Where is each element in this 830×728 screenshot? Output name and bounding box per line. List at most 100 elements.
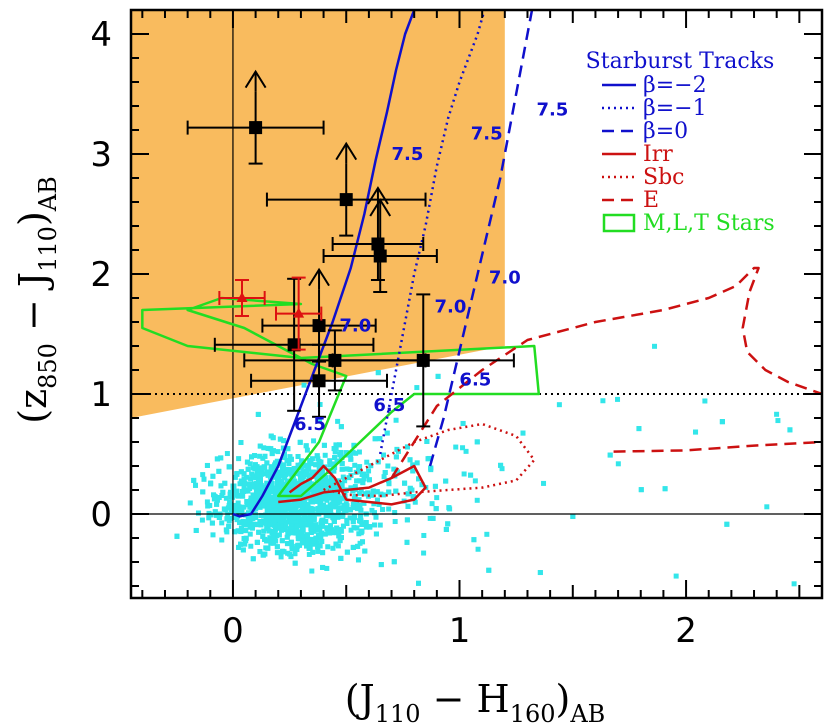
field-galaxy-point [278, 550, 284, 556]
field-galaxy-point [327, 494, 333, 500]
field-galaxy-point [289, 491, 295, 497]
field-galaxy-point [299, 478, 305, 484]
field-galaxy-point [210, 532, 216, 538]
field-galaxy-point [344, 520, 350, 526]
field-galaxy-point [339, 466, 345, 472]
field-galaxy-point [416, 580, 422, 586]
field-galaxy-point [291, 502, 297, 508]
field-galaxy-point [264, 507, 270, 513]
field-galaxy-point [446, 505, 452, 511]
field-galaxy-point [472, 478, 478, 484]
field-galaxy-point [235, 493, 241, 499]
field-galaxy-point [336, 442, 342, 448]
field-galaxy-point [302, 472, 308, 478]
field-galaxy-point [278, 554, 284, 560]
field-galaxy-point [407, 457, 413, 463]
field-galaxy-point [232, 529, 238, 535]
field-galaxy-point [378, 491, 384, 497]
field-galaxy-point [724, 521, 730, 527]
legend-label-0: β=−2 [643, 73, 707, 98]
field-galaxy-point [238, 541, 244, 547]
field-galaxy-point [209, 520, 215, 526]
field-galaxy-point [339, 460, 345, 466]
field-galaxy-point [315, 484, 321, 490]
field-galaxy-point [335, 514, 341, 520]
field-galaxy-point [315, 506, 321, 512]
field-galaxy-point [245, 466, 251, 472]
field-galaxy-point [382, 469, 388, 475]
field-galaxy-point [220, 489, 226, 495]
field-galaxy-point [273, 500, 279, 506]
field-galaxy-point [306, 474, 312, 480]
field-galaxy-point [279, 538, 285, 544]
field-galaxy-point [266, 497, 272, 503]
field-galaxy-point [274, 544, 280, 550]
field-galaxy-point [475, 546, 481, 552]
field-galaxy-point [270, 502, 276, 508]
field-galaxy-point [288, 480, 294, 486]
field-galaxy-point [340, 523, 346, 529]
field-galaxy-point [321, 442, 327, 448]
track-line-1 [378, 10, 486, 455]
field-galaxy-point [331, 468, 337, 474]
field-galaxy-point [237, 520, 243, 526]
field-galaxy-point [348, 456, 354, 462]
track-age-label-8: 6.5 [459, 370, 491, 391]
data-point-1-marker [339, 193, 353, 207]
field-galaxy-point [278, 479, 284, 485]
field-galaxy-point [253, 514, 259, 520]
field-galaxy-point [294, 543, 300, 549]
field-galaxy-point [274, 479, 280, 485]
field-galaxy-point [404, 444, 410, 450]
field-galaxy-point [301, 382, 307, 388]
field-galaxy-point [355, 506, 361, 512]
field-galaxy-point [269, 499, 275, 505]
field-galaxy-point [310, 549, 316, 555]
field-galaxy-point [244, 502, 250, 508]
field-galaxy-point [271, 519, 277, 525]
field-galaxy-point [315, 475, 321, 481]
field-galaxy-point [288, 554, 294, 560]
field-galaxy-point [216, 468, 222, 474]
field-galaxy-point [334, 458, 340, 464]
field-galaxy-point [432, 483, 438, 489]
field-galaxy-point [317, 543, 323, 549]
field-galaxy-point [248, 495, 254, 501]
field-galaxy-point [322, 475, 328, 481]
field-galaxy-point [520, 430, 526, 436]
field-galaxy-point [275, 472, 281, 478]
field-galaxy-point [236, 544, 242, 550]
field-galaxy-point [268, 466, 274, 472]
stellar-locus-layer [141, 296, 541, 498]
field-galaxy-point [307, 514, 313, 520]
field-galaxy-point [218, 455, 224, 461]
field-galaxy-point [318, 500, 324, 506]
track-age-label-2: 7.5 [536, 100, 568, 121]
field-galaxy-point [433, 506, 439, 512]
field-galaxy-point [322, 452, 328, 458]
field-galaxy-point [241, 476, 247, 482]
field-galaxy-point [238, 440, 244, 446]
field-galaxy-point [337, 538, 343, 544]
field-galaxy-point [330, 545, 336, 551]
track-line-4 [322, 422, 536, 498]
field-galaxy-point [291, 496, 297, 502]
field-galaxy-point [279, 465, 285, 471]
field-galaxy-point [302, 483, 308, 489]
field-galaxy-point [331, 484, 337, 490]
field-galaxy-point [234, 488, 240, 494]
field-galaxy-point [287, 454, 293, 460]
field-galaxy-point [296, 501, 302, 507]
field-galaxy-point [368, 463, 374, 469]
field-galaxy-point [363, 521, 369, 527]
field-galaxy-point [338, 535, 344, 541]
stellar-locus-polygon [141, 296, 541, 498]
field-galaxy-point [238, 525, 244, 531]
field-galaxy-point [297, 439, 303, 445]
field-galaxy-point [693, 429, 699, 435]
field-galaxy-point [257, 549, 263, 555]
field-galaxy-point [301, 516, 307, 522]
field-galaxy-point [258, 471, 264, 477]
